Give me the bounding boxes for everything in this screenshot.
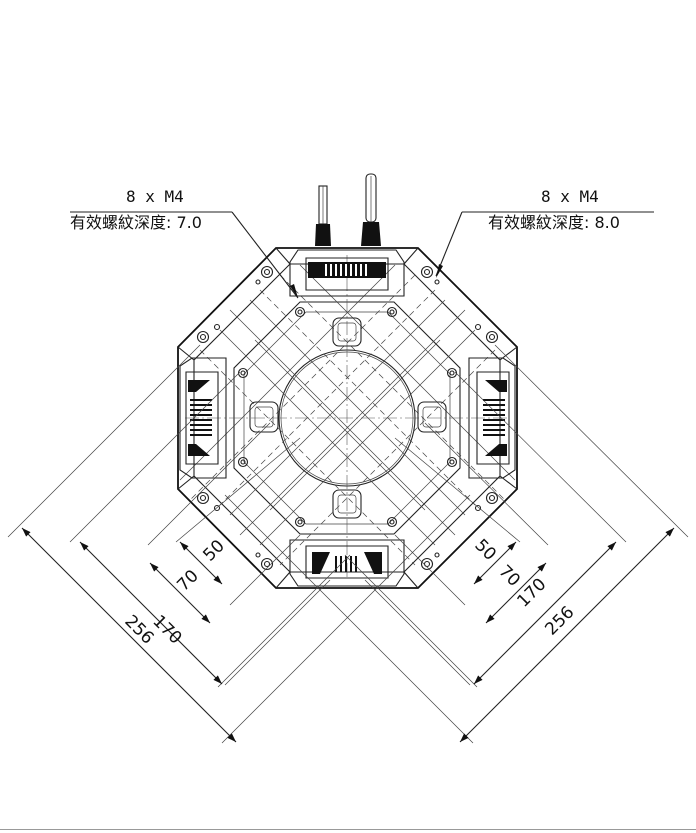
screw-hole xyxy=(485,491,499,505)
dim-right-70: 70 xyxy=(494,561,523,590)
antenna-right xyxy=(361,173,381,246)
callout-right: 8 x M4 有效螺紋深度: 8.0 xyxy=(435,187,654,278)
connector-top xyxy=(289,249,405,297)
dim-right-256: 256 xyxy=(541,602,578,639)
callout-right-depth: 有效螺紋深度: 8.0 xyxy=(488,213,620,232)
screw-hole xyxy=(196,491,210,505)
page-bottom-rule xyxy=(0,829,696,830)
screw-hole xyxy=(260,557,274,571)
screw-hole xyxy=(386,306,398,318)
screw-hole xyxy=(485,330,499,344)
screw-hole xyxy=(237,456,249,468)
boss-right xyxy=(417,401,447,433)
connector-left xyxy=(179,357,227,479)
housing-body xyxy=(177,247,518,589)
screw-hole xyxy=(420,557,434,571)
screw-hole xyxy=(386,516,398,528)
boss-bottom xyxy=(332,489,362,519)
screw-hole xyxy=(237,367,249,379)
screw-hole xyxy=(294,306,306,318)
boss-left xyxy=(249,401,279,433)
screw-hole xyxy=(196,330,210,344)
screw-hole xyxy=(294,516,306,528)
connector-right xyxy=(468,357,516,479)
callout-left: 8 x M4 有效螺紋深度: 7.0 xyxy=(70,187,299,299)
boss-top xyxy=(332,317,362,347)
dim-right-50: 50 xyxy=(470,535,499,564)
dim-left-256: 256 xyxy=(120,611,157,648)
dimensions-left: 50 70 170 256 xyxy=(7,344,471,744)
dim-left-50: 50 xyxy=(199,536,228,565)
screw-hole xyxy=(446,456,458,468)
connector-bottom xyxy=(289,539,405,587)
screw-hole xyxy=(420,265,434,279)
screw-holes xyxy=(196,265,499,571)
callout-left-depth: 有效螺紋深度: 7.0 xyxy=(70,213,202,232)
callout-left-spec: 8 x M4 xyxy=(126,187,184,206)
antenna-left xyxy=(315,185,331,246)
screw-hole xyxy=(260,265,274,279)
callout-right-spec: 8 x M4 xyxy=(541,187,599,206)
